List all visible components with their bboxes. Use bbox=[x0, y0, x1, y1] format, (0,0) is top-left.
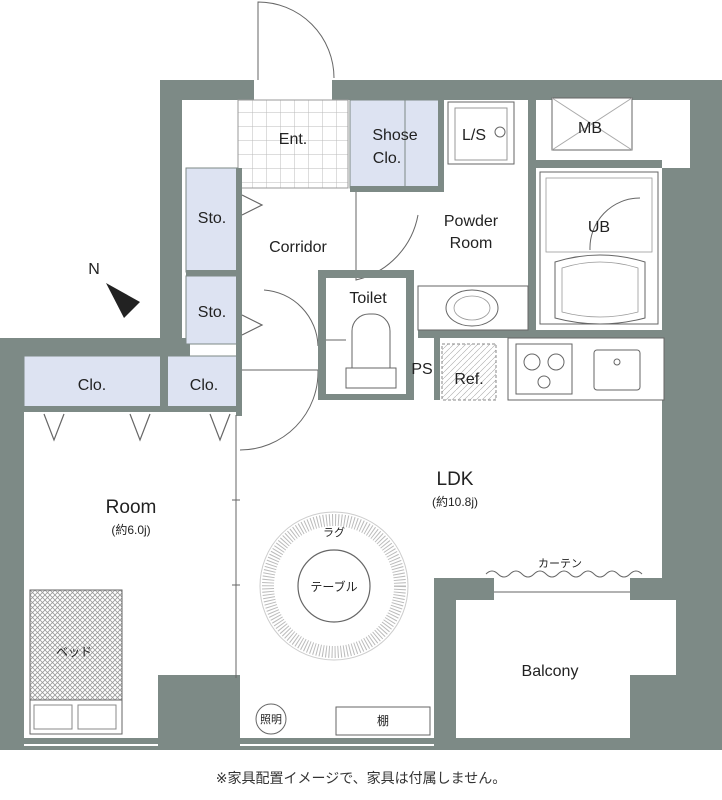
storage-upper bbox=[185, 167, 239, 273]
rug-label: ラグ bbox=[323, 525, 345, 539]
shelf bbox=[335, 706, 431, 736]
kitchen-counter bbox=[507, 337, 665, 401]
north-arrow-icon bbox=[106, 283, 140, 318]
curtain-label: カーテン bbox=[538, 557, 582, 570]
shoe-closet bbox=[349, 99, 441, 189]
refrigerator-space bbox=[441, 343, 497, 401]
powder-room-label-1: Powder bbox=[444, 213, 499, 230]
toilet-label: Toilet bbox=[349, 290, 387, 307]
unit-bath-label: UB bbox=[588, 219, 610, 236]
entrance-label: Ent. bbox=[279, 131, 307, 148]
storage-lower-label: Sto. bbox=[198, 304, 226, 321]
shelf-label: 棚 bbox=[377, 713, 389, 728]
table-label: テーブル bbox=[310, 579, 357, 594]
balcony-label: Balcony bbox=[522, 663, 579, 680]
bed-label: ベッド bbox=[56, 645, 92, 659]
ldk-size: (約10.8j) bbox=[432, 494, 478, 509]
compass-label: N bbox=[88, 261, 100, 278]
entrance-door bbox=[257, 1, 335, 80]
footer-note: ※家具配置イメージで、家具は付属しません。 bbox=[215, 771, 507, 787]
corridor-label: Corridor bbox=[269, 239, 327, 256]
bed bbox=[29, 589, 123, 735]
toilet-room bbox=[318, 270, 414, 400]
unit-bath bbox=[539, 171, 659, 325]
entrance-floor bbox=[237, 99, 349, 189]
curtain bbox=[485, 570, 643, 578]
pipe-space-label: PS bbox=[411, 361, 432, 378]
ldk-label: LDK bbox=[437, 469, 474, 490]
closet-right bbox=[165, 355, 239, 409]
exterior-walls bbox=[0, 80, 722, 750]
closet-right-label: Clo. bbox=[190, 377, 218, 394]
refrigerator-label: Ref. bbox=[454, 371, 483, 388]
wash-basin bbox=[417, 285, 529, 331]
room-size: (約6.0j) bbox=[111, 522, 150, 537]
table bbox=[297, 549, 371, 623]
powder-room-label-2: Room bbox=[450, 235, 493, 252]
closet-left bbox=[23, 355, 163, 409]
laundry-label: L/S bbox=[462, 127, 486, 144]
storage-upper-label: Sto. bbox=[198, 210, 226, 227]
shoe-closet-label-2: Clo. bbox=[373, 150, 401, 167]
room-label: Room bbox=[106, 497, 157, 518]
shoe-closet-label-1: Shose bbox=[372, 127, 417, 144]
meter-box bbox=[551, 97, 633, 151]
corridor-door bbox=[263, 289, 319, 347]
rug bbox=[259, 511, 409, 661]
lighting-label: 照明 bbox=[260, 713, 282, 726]
meter-box-label: MB bbox=[578, 120, 602, 137]
closet-left-label: Clo. bbox=[78, 377, 106, 394]
lighting-icon bbox=[255, 703, 287, 735]
laundry-space bbox=[447, 101, 515, 165]
powder-door bbox=[355, 192, 419, 281]
room-door bbox=[239, 369, 319, 451]
